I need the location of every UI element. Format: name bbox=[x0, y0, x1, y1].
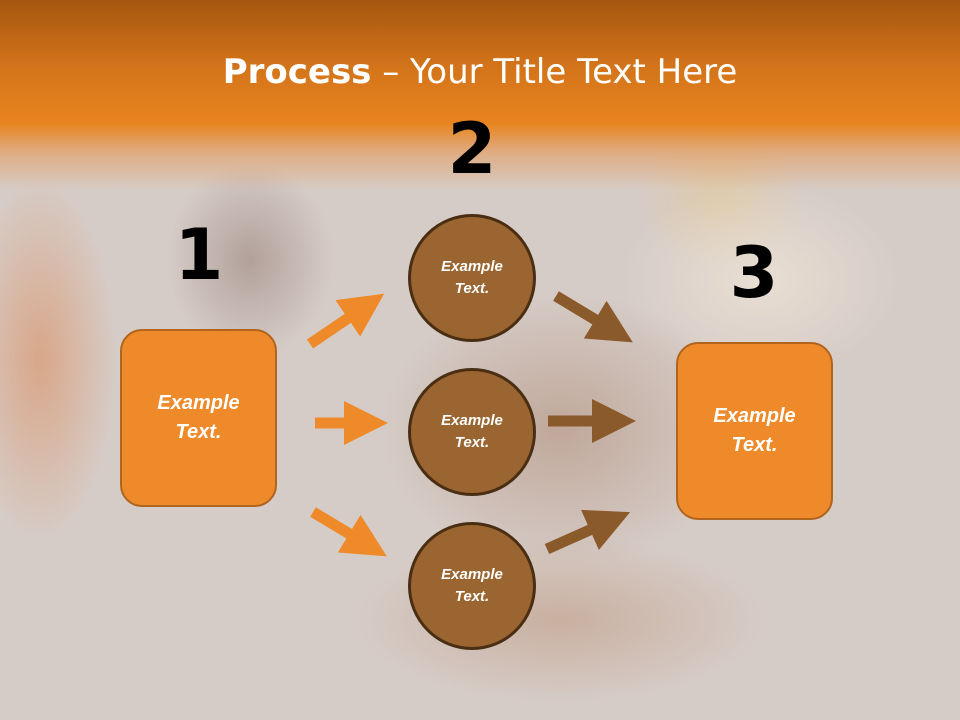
circle-1-line1: Example bbox=[441, 257, 503, 275]
circle-2-line1: Example bbox=[441, 411, 503, 429]
circle-2-line2: Text. bbox=[454, 434, 490, 451]
left-box-line1: Example bbox=[157, 392, 240, 414]
right-box-line2: Text. bbox=[731, 434, 778, 456]
arrow-to-circle-3 bbox=[310, 507, 387, 557]
left-box-line2: Text. bbox=[175, 421, 222, 443]
arrow-from-circle-3 bbox=[544, 509, 631, 555]
circle-3-line2: Text. bbox=[454, 588, 490, 605]
title-bold: Process bbox=[222, 52, 372, 92]
step-number-2: 2 bbox=[447, 108, 497, 190]
step-number-1: 1 bbox=[174, 214, 224, 296]
right-box-line1: Example bbox=[713, 405, 796, 427]
circle-1-line2: Text. bbox=[454, 280, 490, 297]
circle-3-line1: Example bbox=[441, 565, 503, 583]
arrow-to-circle-1 bbox=[306, 293, 385, 349]
title-band bbox=[0, 0, 960, 190]
arrow-from-circle-1 bbox=[553, 291, 633, 343]
step-number-3: 3 bbox=[729, 232, 779, 314]
slide-title: Process – Your Title Text Here bbox=[0, 52, 960, 92]
title-rest: – Your Title Text Here bbox=[371, 52, 738, 92]
